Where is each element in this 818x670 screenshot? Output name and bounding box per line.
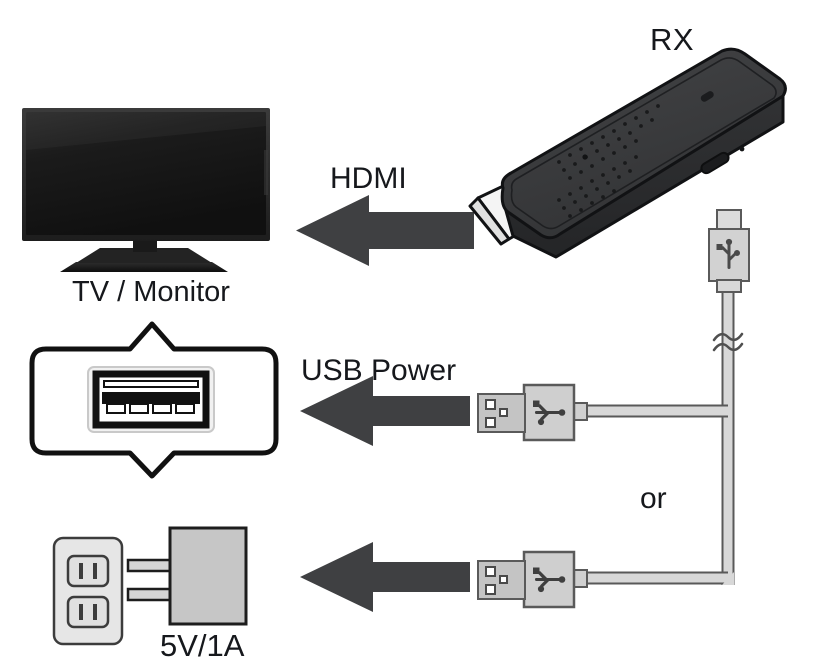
led-indicator xyxy=(582,154,588,160)
dongle-micro-usb-port xyxy=(700,151,730,175)
usb-logo-icon xyxy=(533,400,566,426)
usb-a-connector-upper xyxy=(477,383,588,442)
label-rx: RX xyxy=(650,22,695,57)
wall-outlet xyxy=(52,536,124,646)
label-adapter-rating: 5V/1A xyxy=(160,628,245,663)
tv-monitor xyxy=(22,108,270,272)
usb-power-arrow xyxy=(300,376,470,446)
usb-logo-icon xyxy=(533,567,566,593)
usb-port-callout xyxy=(29,321,279,479)
usb-a-connector-lower xyxy=(477,550,588,609)
label-tv-monitor: TV / Monitor xyxy=(72,276,230,308)
hdmi-arrow xyxy=(296,195,474,266)
usb-cable xyxy=(585,288,735,585)
label-or: or xyxy=(640,482,667,515)
label-usb-power: USB Power xyxy=(301,354,457,387)
adapter-power-arrow xyxy=(300,542,470,612)
cable-break-symbol xyxy=(712,332,744,352)
usb-logo-icon xyxy=(716,238,740,269)
rx-dongle xyxy=(468,47,787,259)
micro-usb-connector xyxy=(708,209,750,352)
label-hdmi: HDMI xyxy=(330,162,407,195)
power-adapter xyxy=(126,526,248,626)
